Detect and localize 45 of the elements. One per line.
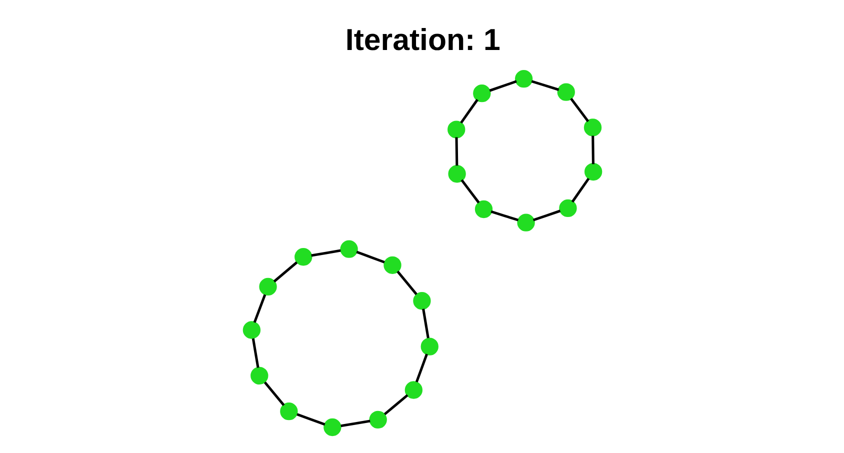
connector — [340, 420, 370, 428]
connector — [383, 394, 408, 416]
node-circle — [514, 70, 532, 88]
node-circle — [420, 338, 438, 356]
node-circle — [412, 292, 430, 310]
node-circle — [250, 366, 268, 385]
connector — [488, 80, 516, 92]
node-circle — [556, 83, 574, 101]
connector — [530, 80, 559, 91]
connector — [460, 98, 478, 124]
node-circle — [258, 278, 276, 296]
node-circle — [558, 199, 576, 218]
node-circle — [383, 256, 401, 274]
connector — [252, 294, 266, 323]
node-circle — [448, 165, 466, 183]
node-circle — [242, 321, 260, 339]
node-circle — [474, 200, 492, 218]
node-circle — [280, 402, 298, 420]
diagram-title: Iteration: 1 — [344, 24, 500, 58]
connector — [591, 136, 594, 164]
node-circle — [472, 84, 490, 102]
node-circle — [368, 410, 386, 429]
connector — [570, 178, 590, 203]
connector — [310, 249, 340, 257]
connector — [263, 381, 284, 406]
node-circle — [447, 120, 465, 138]
connector — [422, 308, 429, 338]
connector — [460, 179, 480, 204]
connector — [272, 261, 298, 282]
connector — [251, 338, 259, 368]
node-circle — [294, 248, 312, 266]
node-circle — [323, 418, 341, 436]
connector — [532, 210, 560, 222]
connector — [490, 210, 518, 222]
node-circle — [584, 162, 602, 181]
node-circle — [516, 214, 534, 232]
connector — [356, 250, 384, 264]
node-circle — [583, 118, 602, 136]
node-circle — [404, 381, 422, 399]
connector — [414, 354, 428, 382]
connector — [396, 270, 417, 296]
connector — [454, 137, 458, 166]
connector — [296, 413, 325, 426]
connector — [570, 98, 589, 122]
node-circle — [340, 240, 358, 258]
